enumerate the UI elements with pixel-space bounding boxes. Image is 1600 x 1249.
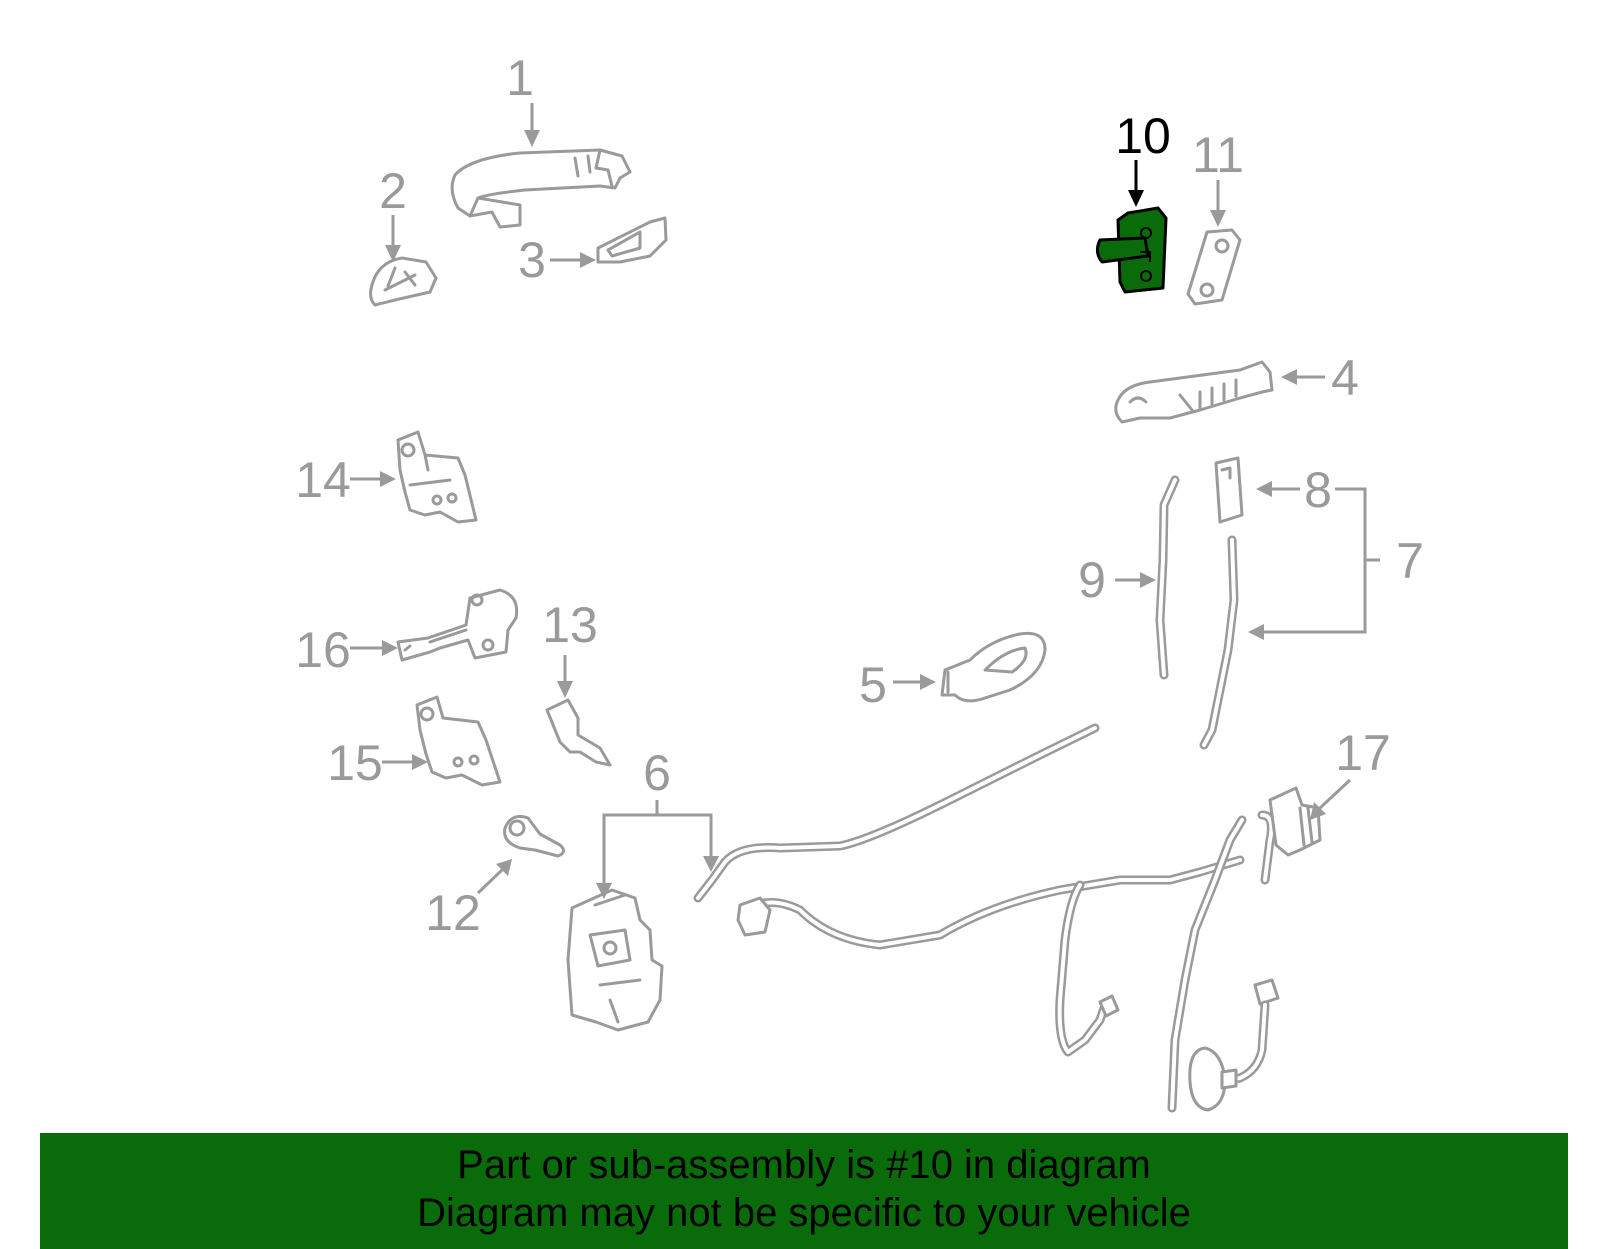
leader-14 xyxy=(350,471,396,487)
bracket-7 xyxy=(1248,487,1380,640)
callout-12: 12 xyxy=(425,885,481,941)
callout-2: 2 xyxy=(379,163,407,219)
part-13-clip[interactable] xyxy=(545,698,612,767)
leader-12 xyxy=(476,859,512,895)
part-14-hinge[interactable] xyxy=(396,430,478,524)
leader-5 xyxy=(893,674,936,690)
leader-15 xyxy=(382,754,428,770)
banner-line-1: Part or sub-assembly is #10 in diagram xyxy=(457,1143,1151,1187)
callout-8: 8 xyxy=(1304,462,1332,518)
leader-4 xyxy=(1281,369,1325,385)
callout-9: 9 xyxy=(1078,552,1106,608)
leader-10 xyxy=(1128,160,1144,207)
part-11-shim[interactable] xyxy=(1186,228,1242,306)
leader-3 xyxy=(550,252,596,268)
callout-5: 5 xyxy=(859,657,887,713)
callout-10: 10 xyxy=(1115,108,1171,164)
callout-3: 3 xyxy=(518,232,546,288)
part-16-check-link[interactable] xyxy=(396,588,519,662)
callout-6: 6 xyxy=(643,745,671,801)
part-2-cap[interactable] xyxy=(369,256,438,307)
callout-17: 17 xyxy=(1335,725,1391,781)
callout-1: 1 xyxy=(506,50,534,106)
part-10-striker[interactable] xyxy=(1095,206,1168,294)
part-7-rod[interactable] xyxy=(1199,535,1239,750)
leader-1 xyxy=(524,103,540,147)
callout-16: 16 xyxy=(295,622,351,678)
part-12-bolt[interactable] xyxy=(503,814,565,858)
part-15-hinge[interactable] xyxy=(415,695,502,787)
callout-11: 11 xyxy=(1192,127,1244,183)
leader-16 xyxy=(350,640,398,656)
leader-17 xyxy=(1310,778,1352,820)
part-5-inside-handle[interactable] xyxy=(940,631,1047,703)
leader-11 xyxy=(1210,180,1226,227)
banner-line-2: Diagram may not be specific to your vehi… xyxy=(417,1191,1191,1235)
callout-4: 4 xyxy=(1331,350,1359,406)
part-3-bezel[interactable] xyxy=(596,216,668,264)
part-4-frame[interactable] xyxy=(1114,360,1274,424)
leader-8 xyxy=(1256,481,1300,497)
part-8-clip[interactable] xyxy=(1214,456,1244,524)
part-6-cable[interactable] xyxy=(693,723,1100,903)
callout-14: 14 xyxy=(295,452,351,508)
leader-9 xyxy=(1115,572,1156,588)
leader-13 xyxy=(557,655,573,698)
part-6-latch[interactable] xyxy=(566,888,664,1032)
info-banner: Part or sub-assembly is #10 in diagram D… xyxy=(40,1133,1568,1249)
callout-7: 7 xyxy=(1396,533,1424,589)
part-9-rod[interactable] xyxy=(1155,475,1180,680)
part-17-harness[interactable] xyxy=(736,786,1322,1113)
leader-2 xyxy=(385,215,401,262)
callout-15: 15 xyxy=(327,735,383,791)
callout-13: 13 xyxy=(542,597,598,653)
bracket-6 xyxy=(596,800,719,899)
part-1-outside-handle[interactable] xyxy=(450,148,632,229)
